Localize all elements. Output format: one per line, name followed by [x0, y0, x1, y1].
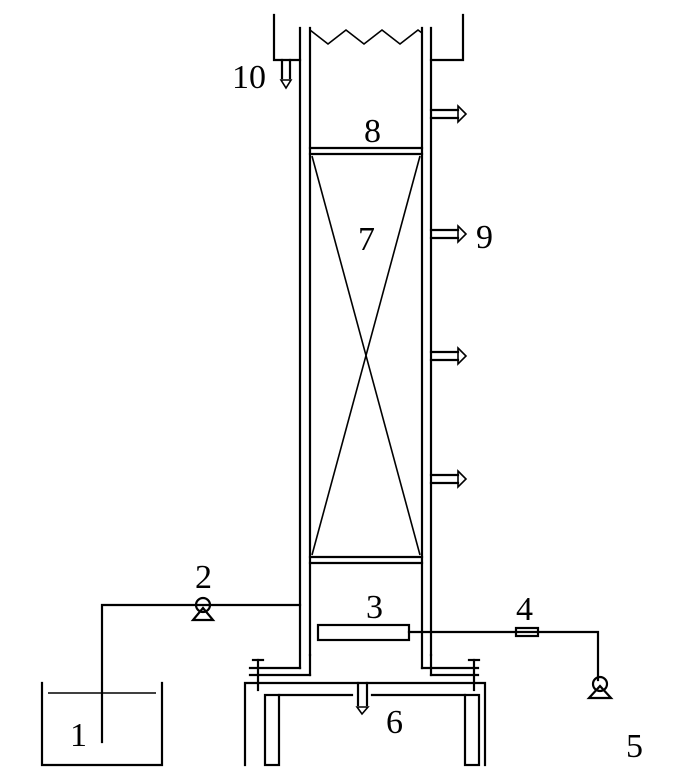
- label-1: 1: [70, 717, 87, 754]
- support-plate-bottom: [308, 555, 424, 565]
- label-4: 4: [516, 591, 533, 628]
- overflow-outlet: [279, 58, 293, 90]
- column-bottom-flange: [248, 653, 480, 677]
- feed-line: [100, 603, 302, 744]
- label-8: 8: [364, 113, 381, 150]
- overflow-weir: [309, 28, 423, 46]
- overflow-trough: [272, 13, 465, 62]
- sampling-port-1: [429, 104, 468, 124]
- sampling-port-2: [429, 224, 468, 244]
- base-stand: [243, 681, 487, 767]
- aeration-diffuser: [316, 623, 411, 642]
- air-line: [407, 630, 600, 682]
- flange-bolt-left: [251, 658, 265, 692]
- drain-outlet: [355, 681, 370, 716]
- label-10: 10: [232, 59, 266, 96]
- label-5: 5: [626, 728, 643, 765]
- label-2: 2: [195, 559, 212, 596]
- feed-pump: [190, 596, 216, 622]
- gas-flowmeter: [514, 626, 540, 638]
- flange-bolt-right: [467, 658, 481, 692]
- label-3: 3: [366, 589, 383, 626]
- label-7: 7: [358, 221, 375, 258]
- packing-bed: [311, 155, 421, 556]
- air-pump: [586, 675, 614, 700]
- sampling-port-3: [429, 346, 468, 366]
- support-plate-top: [308, 146, 424, 156]
- column-right-wall: [420, 26, 433, 670]
- label-9: 9: [476, 219, 493, 256]
- column-left-wall: [298, 26, 312, 670]
- label-6: 6: [386, 704, 403, 741]
- sampling-port-4: [429, 469, 468, 489]
